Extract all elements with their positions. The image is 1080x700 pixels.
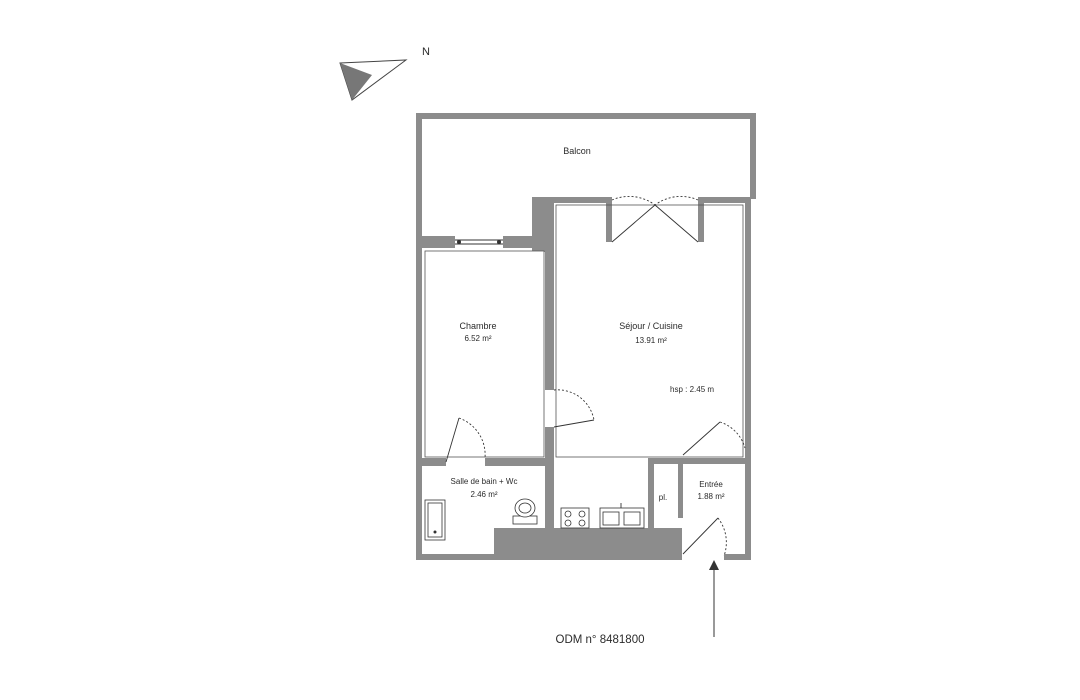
bedroom-window — [455, 239, 503, 245]
sink-icon — [599, 503, 645, 529]
sdb-label: Salle de bain + Wc — [451, 477, 518, 486]
toilet-icon — [512, 498, 538, 525]
reference-number: ODM n° 8481800 — [556, 634, 645, 646]
sejour-room — [555, 204, 744, 458]
sejour-label: Séjour / Cuisine — [619, 321, 683, 331]
front-door — [682, 517, 727, 557]
north-arrow-icon — [339, 59, 408, 101]
entry-inner-door — [682, 421, 746, 456]
entree-label: Entrée — [699, 480, 723, 489]
cooktop-icon — [560, 507, 590, 529]
ceiling-height: hsp : 2.45 m — [670, 385, 714, 394]
entrance-arrow-icon — [709, 560, 719, 637]
bathtub-icon — [424, 499, 446, 541]
bedroom-door — [445, 417, 486, 463]
balcony-french-door — [611, 196, 699, 243]
chambre-label: Chambre — [459, 321, 496, 331]
balcon-label: Balcon — [563, 146, 591, 156]
entree-area: 1.88 m² — [697, 492, 724, 501]
chambre-room — [424, 250, 545, 458]
chambre-area: 6.52 m² — [464, 334, 491, 343]
placard-label: pl. — [659, 493, 667, 502]
balcony-wall — [420, 197, 751, 252]
north-label: N — [422, 46, 430, 58]
sdb-area: 2.46 m² — [470, 490, 497, 499]
interior-walls — [416, 248, 751, 560]
sejour-area: 13.91 m² — [635, 336, 667, 345]
living-door — [553, 389, 595, 428]
